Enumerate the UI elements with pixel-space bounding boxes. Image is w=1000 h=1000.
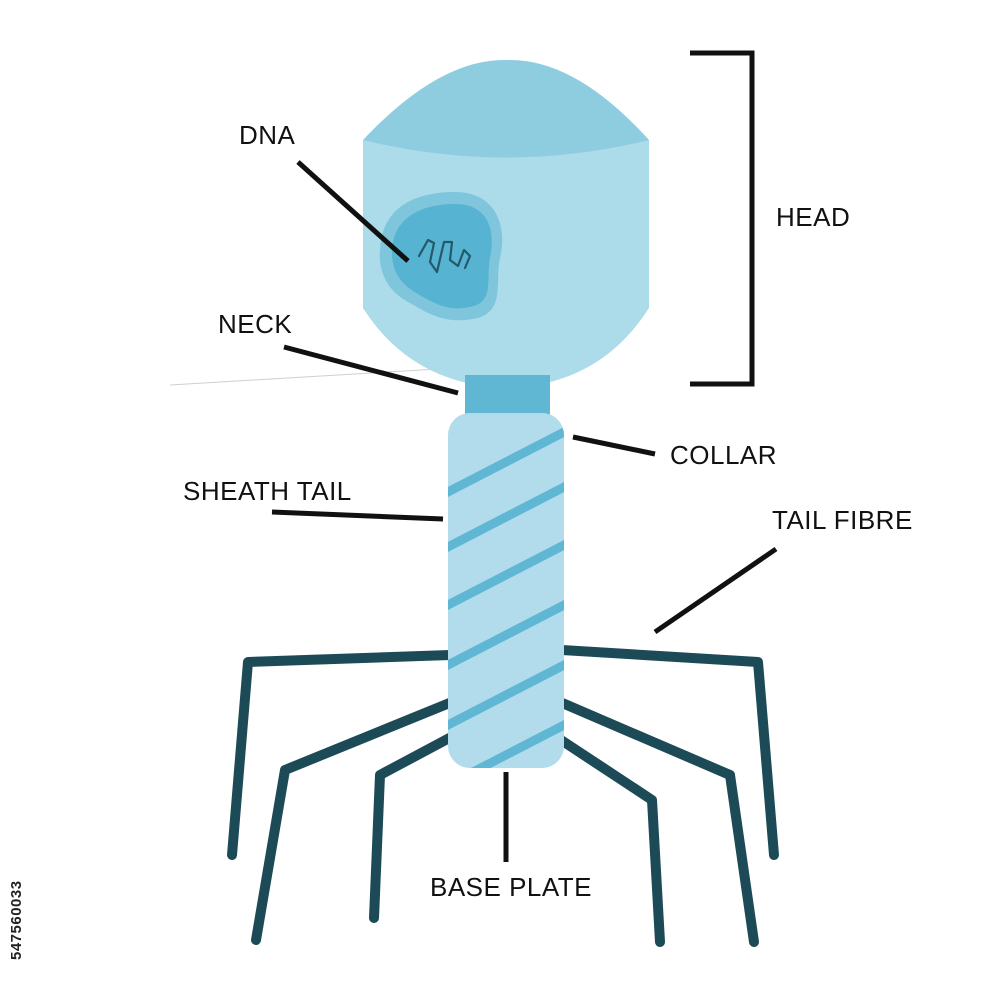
neck-leader-line bbox=[283, 344, 459, 396]
sheath-stripe bbox=[448, 423, 564, 501]
collar-label: COLLAR bbox=[670, 440, 778, 470]
head-cap bbox=[363, 59, 649, 158]
sheath-stripe bbox=[448, 716, 564, 768]
tail-fibre-lower-left bbox=[369, 730, 460, 923]
sheath-stripe bbox=[448, 478, 564, 556]
stock-image-id: 547560033 bbox=[8, 880, 25, 960]
sheath-stripe bbox=[448, 536, 564, 614]
sheath-stripe bbox=[448, 596, 564, 674]
head-bracket bbox=[690, 50, 755, 387]
head-label: HEAD bbox=[776, 202, 851, 232]
sheath-tail-stripes bbox=[448, 423, 564, 768]
tail-fibre-middle-left bbox=[251, 697, 457, 945]
stray-line bbox=[169, 367, 456, 386]
tail-fibre-leader-line bbox=[653, 546, 778, 635]
tail-fibre-upper-left bbox=[227, 650, 455, 860]
sheath-stripe bbox=[448, 656, 564, 734]
neck-label: NECK bbox=[218, 309, 293, 339]
tail-fibre-upper-right bbox=[557, 645, 779, 860]
sheath-tail-leader-line bbox=[271, 509, 444, 522]
sheath-tail bbox=[448, 413, 564, 768]
head bbox=[363, 59, 649, 388]
tail-fibres bbox=[227, 645, 779, 947]
nucleus-inner bbox=[391, 204, 492, 309]
tail-fibre-lower-right bbox=[553, 733, 665, 947]
leader-lines bbox=[271, 160, 778, 862]
base-plate-label: BASE PLATE bbox=[430, 872, 593, 902]
sheath-tail-label: SHEATH TAIL bbox=[183, 476, 352, 506]
tail-fibre-middle-right bbox=[555, 697, 759, 947]
dna-label: DNA bbox=[239, 120, 296, 150]
dna-strand bbox=[417, 238, 472, 274]
tail-fibre-label: TAIL FIBRE bbox=[772, 505, 913, 535]
dna-leader-line bbox=[296, 160, 410, 263]
collar-leader-line bbox=[572, 434, 656, 457]
collar bbox=[465, 375, 550, 417]
